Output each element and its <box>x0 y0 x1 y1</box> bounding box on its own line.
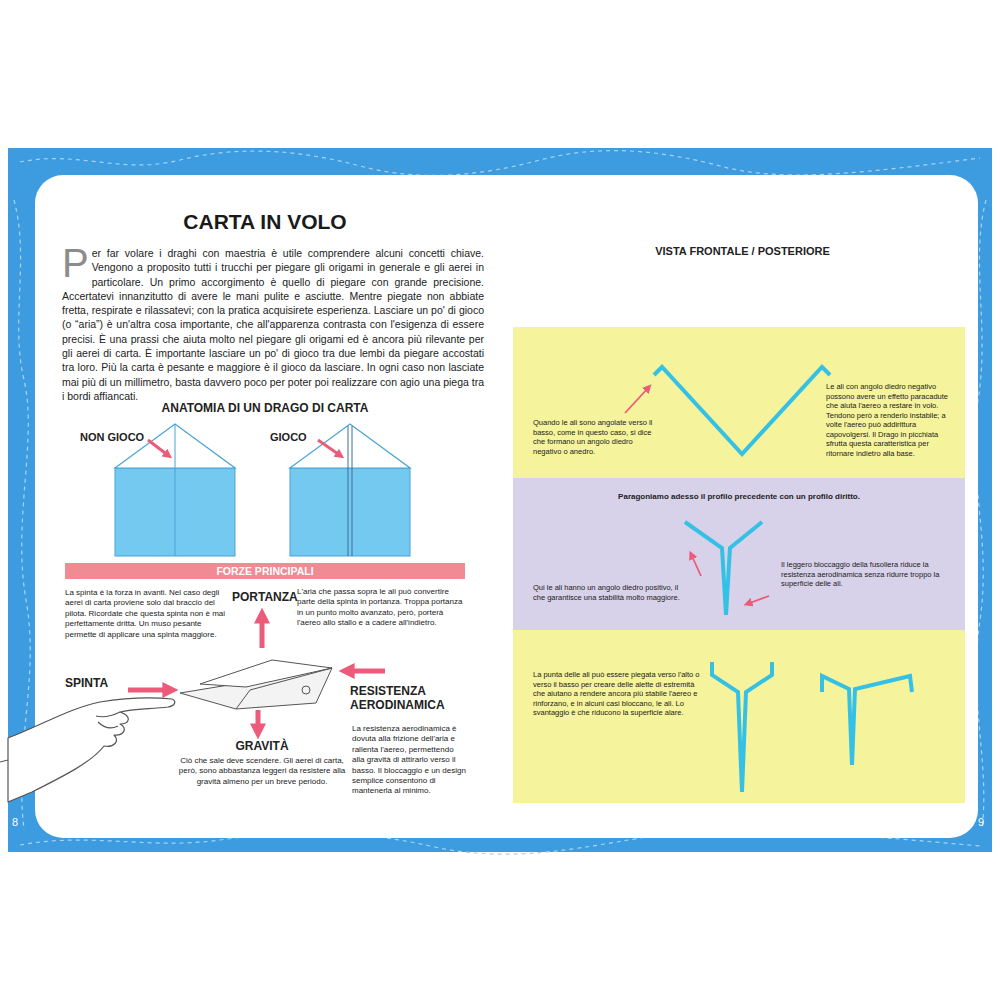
force-name: SPINTA <box>65 676 108 690</box>
figure-label: GIOCO <box>270 431 307 444</box>
paper-kite-gap <box>290 424 410 556</box>
blue-ground <box>8 148 992 852</box>
pointer-arrow <box>691 554 701 576</box>
section-bar: FORZE PRINCIPALI <box>65 563 465 579</box>
wing-shape <box>712 662 772 792</box>
section-heading: ANATOMIA DI UN DRAGO DI CARTA <box>100 401 430 416</box>
dashed-swirls <box>14 151 986 855</box>
figure-label: NON GIOCO <box>80 431 144 444</box>
page-number: 8 <box>12 816 18 829</box>
force-note: La spinta è la forza in avanti. Nel caso… <box>65 588 230 640</box>
hand-drawing <box>0 698 175 802</box>
intro-paragraph: Per far volare i draghi con maestria è u… <box>62 246 484 403</box>
force-name: RESISTENZA AERODINAMICA <box>350 684 468 712</box>
section-heading: VISTA FRONTALE / POSTERIORE <box>600 244 885 258</box>
info-band: Paragoniamo adesso il profilo precedente… <box>513 478 965 630</box>
wing-shape <box>685 522 762 615</box>
band-note: Qui le ali hanno un angolo diedro positi… <box>533 583 683 602</box>
pointer-arrow <box>747 596 769 604</box>
page-title: CARTA IN VOLO <box>140 210 390 234</box>
white-panel <box>35 175 978 838</box>
force-note: Ciò che sale deve scendere. Gli aerei di… <box>178 756 346 787</box>
wing-shape <box>654 367 830 454</box>
pointer-arrow <box>625 387 649 413</box>
info-band: La punta delle ali può essere piegata ve… <box>513 630 965 803</box>
pointer-arrow <box>318 440 341 456</box>
pointer-arrow <box>148 440 169 456</box>
band-note: La punta delle ali può essere piegata ve… <box>533 670 705 718</box>
force-name: GRAVITÀ <box>222 739 302 753</box>
band-note: Paragoniamo adesso il profilo precedente… <box>513 492 965 502</box>
paper-plane <box>180 660 332 709</box>
band-note: Quando le ali sono angolate verso il bas… <box>533 418 663 456</box>
page-number: 9 <box>978 816 984 829</box>
wing-shape <box>822 676 912 765</box>
force-note: L'aria che passa sopra le ali può conver… <box>297 587 469 629</box>
force-name: PORTANZA <box>232 590 298 604</box>
paper-kite-no-gap <box>115 424 235 556</box>
bar-label: FORZE PRINCIPALI <box>65 565 465 577</box>
band-note: Il leggero bloccaggio della fusoliera ri… <box>781 560 951 589</box>
band-note: Le ali con angolo diedro negativo posson… <box>826 382 954 458</box>
force-note: La resistenza aerodinamica è dovuta alla… <box>352 724 468 797</box>
info-band: Quando le ali sono angolate verso il bas… <box>513 327 965 478</box>
